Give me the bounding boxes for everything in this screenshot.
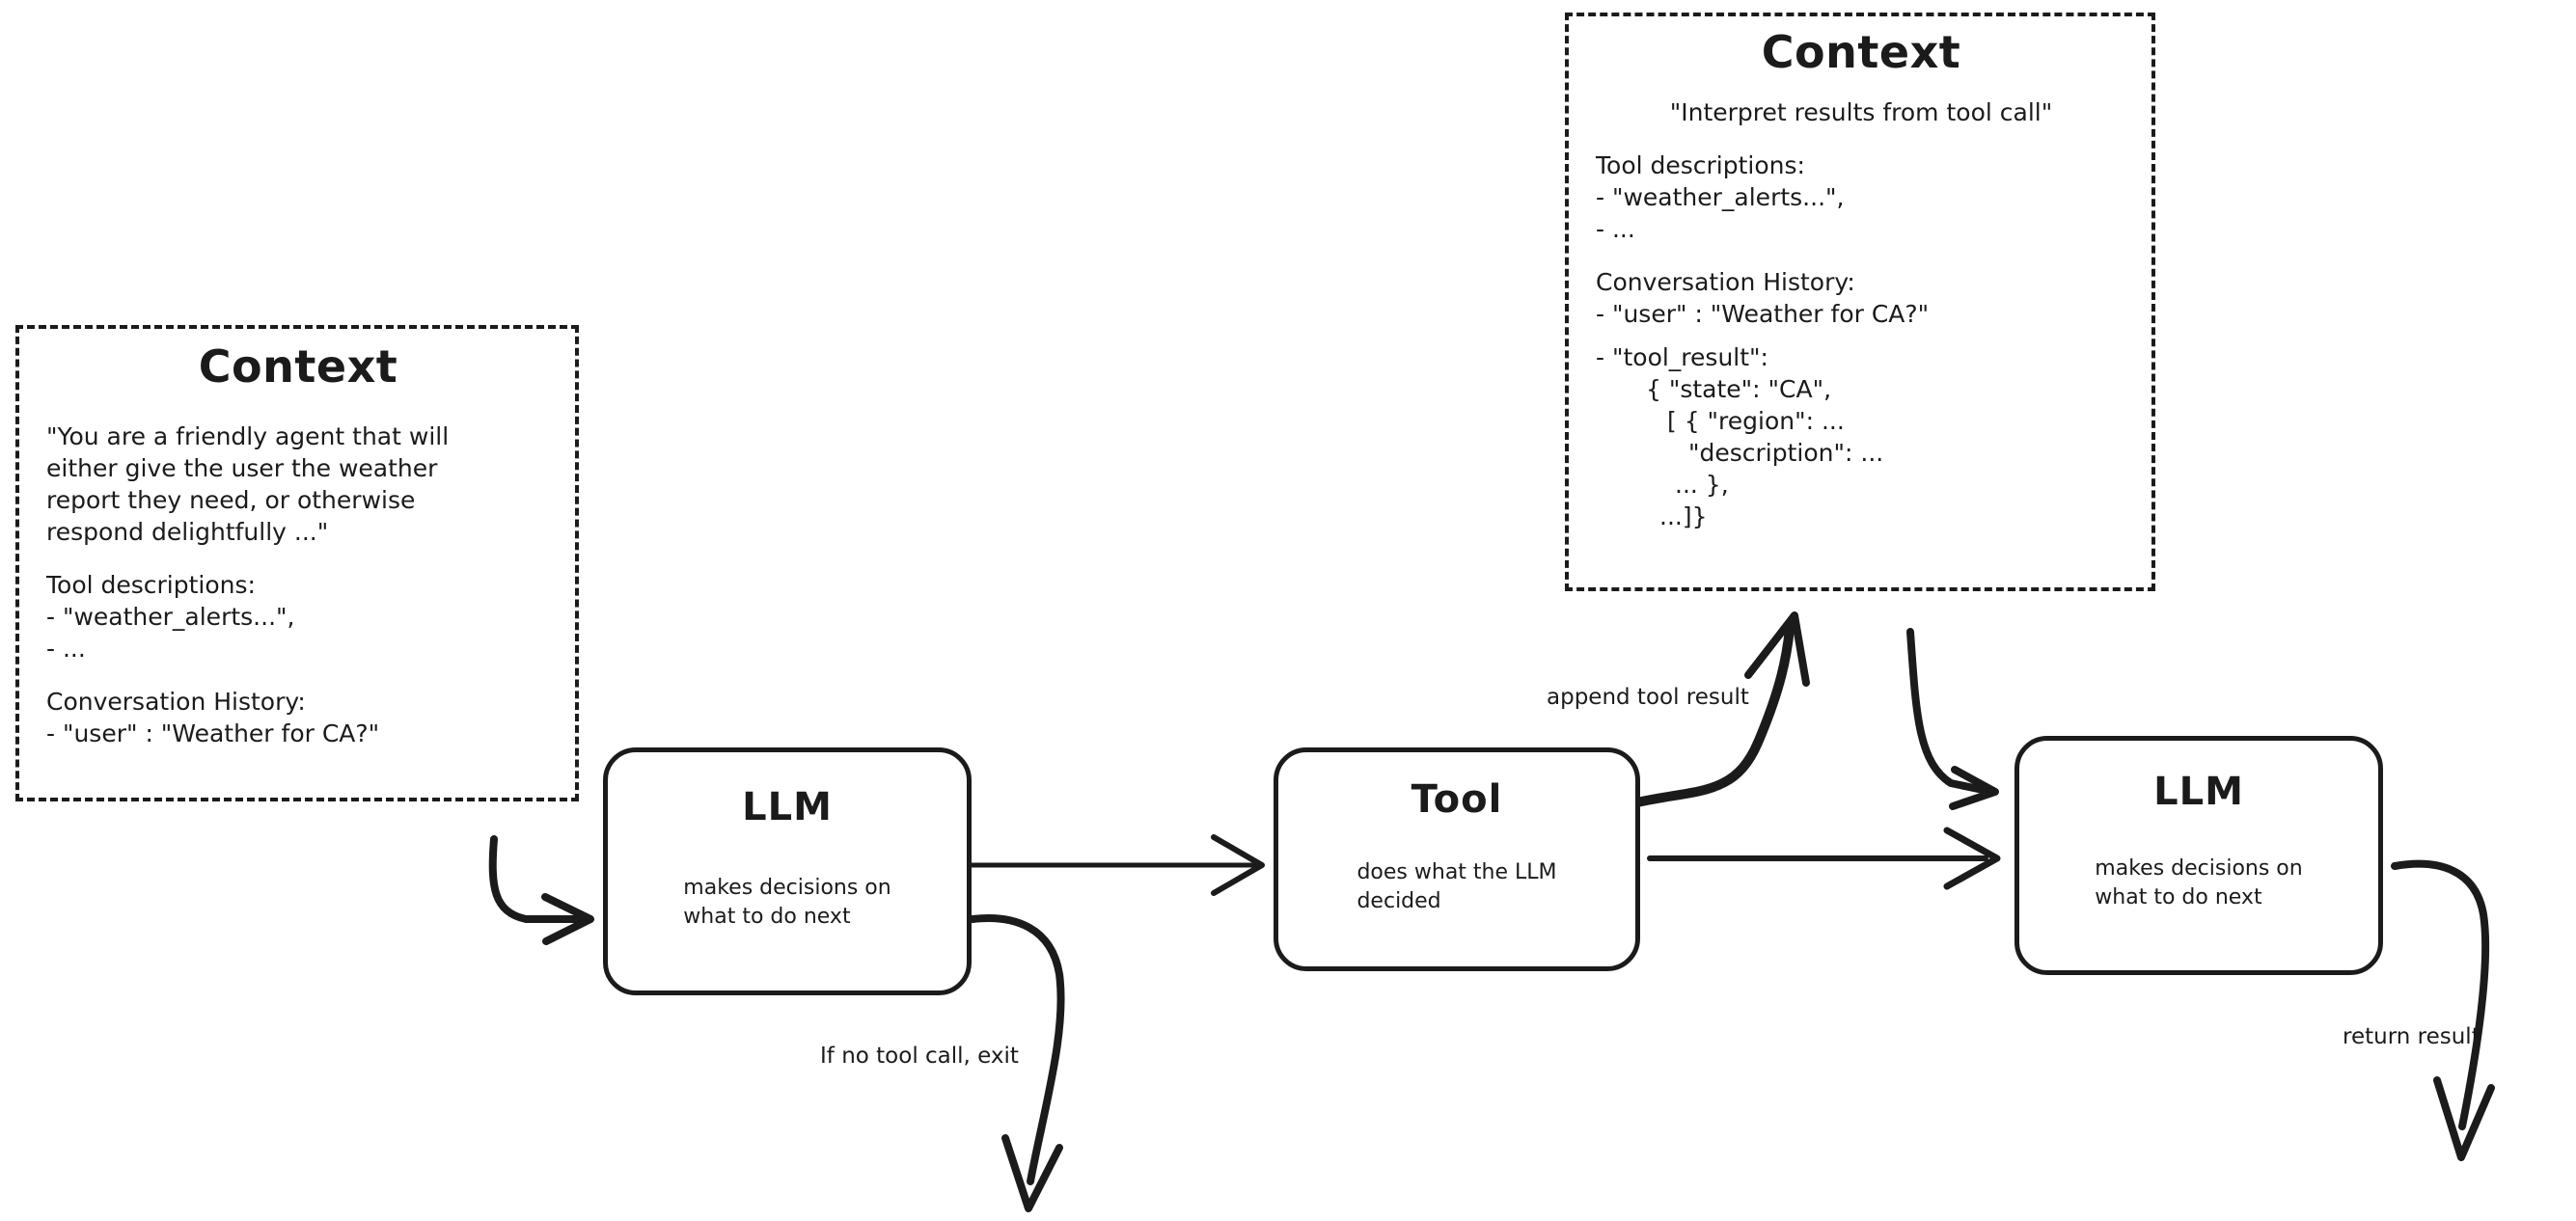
arrow-tool-to-llm2 [1647, 827, 2001, 890]
node-llm-second[interactable]: LLM makes decisions on what to do next [2014, 736, 2383, 975]
node-tool-title: Tool [1411, 777, 1503, 822]
spacer [1596, 128, 2126, 149]
context-right-history-heading: Conversation History: [1596, 267, 1855, 296]
context-right-tool-item-2: - ... [1596, 214, 1635, 243]
edge-label-return-result: return result [2343, 1024, 2480, 1049]
context-box-left: Context "You are a friendly agent that w… [15, 325, 579, 801]
context-right-tool-item-1: - "weather_alerts...", [1596, 182, 1845, 211]
context-left-title: Context [198, 340, 398, 393]
node-llm-second-subtitle: makes decisions on what to do next [2095, 856, 2303, 909]
context-right-history-item-1: - "user" : "Weather for CA?" [1596, 299, 1930, 328]
node-llm-first[interactable]: LLM makes decisions on what to do next [603, 747, 972, 995]
context-right-result-line-4: ... }, [1675, 470, 1729, 499]
context-left-tool-item-2: - ... [46, 634, 86, 663]
context-right-result-line-3: "description": ... [1688, 438, 1884, 467]
context-left-history-item-1: - "user" : "Weather for CA?" [46, 719, 380, 747]
context-left-tool-item-1: - "weather_alerts...", [46, 602, 295, 631]
node-tool[interactable]: Tool does what the LLM decided [1274, 747, 1640, 971]
node-llm-second-title: LLM [2153, 770, 2244, 814]
arrow-llm-to-tool [968, 834, 1265, 896]
arrow-context-to-llm2 [1906, 628, 1999, 810]
context-right-title: Context [1761, 26, 1961, 78]
context-right-tools-heading: Tool descriptions: [1596, 150, 1805, 179]
node-llm-first-title: LLM [742, 785, 833, 829]
node-llm-first-subtitle: makes decisions on what to do next [683, 876, 891, 929]
context-right-result-line-2: [ { "region": ... [1667, 406, 1845, 435]
spacer [46, 548, 550, 569]
context-left-tools-heading: Tool descriptions: [46, 570, 256, 599]
node-tool-subtitle: does what the LLM decided [1357, 860, 1557, 913]
spacer [1596, 245, 2126, 266]
spacer [46, 665, 550, 686]
edge-label-exit-branch: If no tool call, exit [820, 1044, 1019, 1069]
spacer [1596, 330, 2126, 341]
context-left-history-heading: Conversation History: [46, 687, 306, 716]
context-right-result-line-5: ...]} [1659, 502, 1708, 530]
context-left-system-prompt: "You are a friendly agent that will eith… [46, 421, 450, 546]
arrow-context-to-llm [488, 835, 594, 945]
edge-label-append-tool-result: append tool result [1547, 685, 1749, 710]
context-right-system-prompt: "Interpret results from tool call" [1669, 97, 2053, 126]
context-box-right: Context "Interpret results from tool cal… [1565, 13, 2155, 591]
context-right-history-item-2: - "tool_result": [1596, 342, 1768, 371]
arrow-return-result [2391, 859, 2495, 1161]
context-right-result-line-1: { "state": "CA", [1646, 374, 1832, 403]
